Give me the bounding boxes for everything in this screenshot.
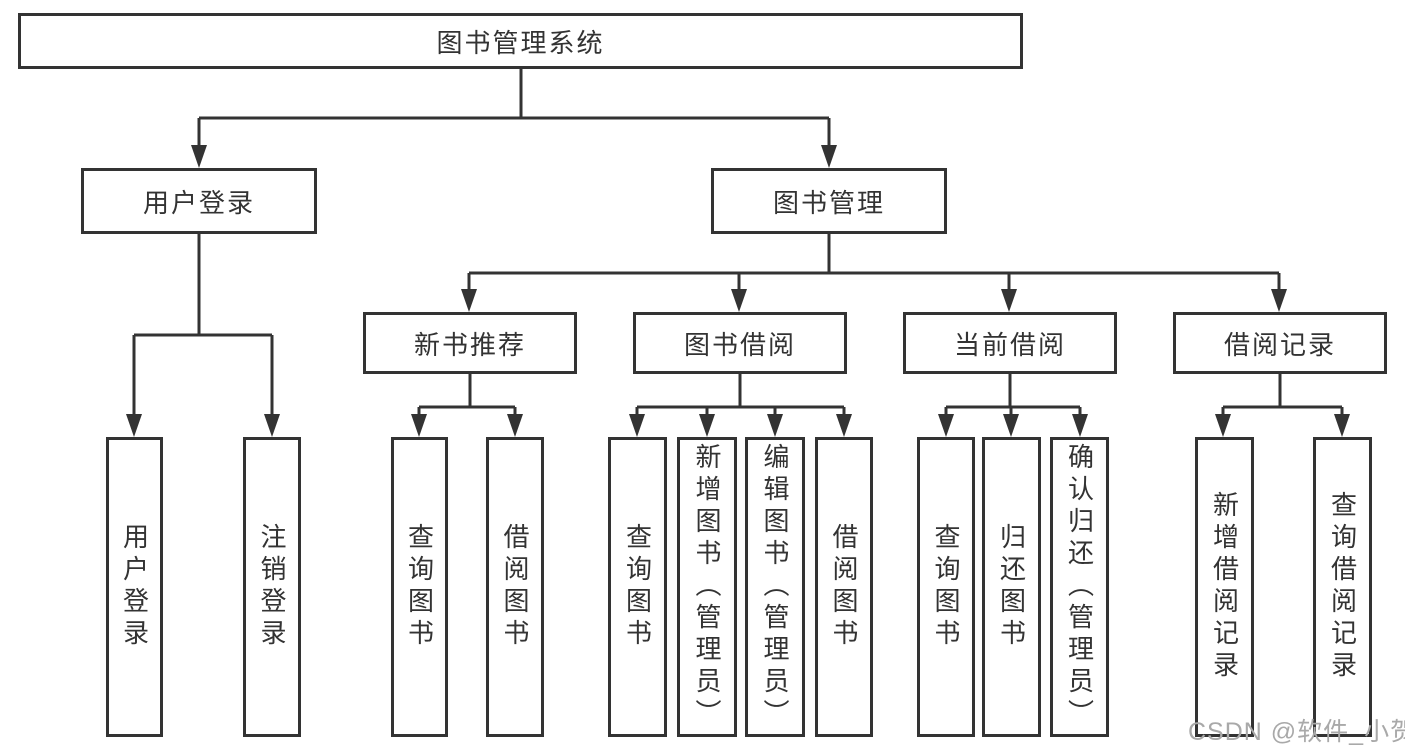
- node-leaf-label: 查询借阅记录: [1327, 491, 1358, 683]
- node-user-login: 用户登录: [81, 168, 317, 234]
- node-leaf-edit-books-admin: 编辑图书（管理员）: [745, 437, 805, 737]
- connector-new-book-branch: [417, 374, 517, 414]
- node-leaf-query-books: 查询图书: [917, 437, 975, 737]
- node-leaf-label: 借阅图书: [829, 523, 859, 651]
- arrowhead-icon: [507, 414, 523, 437]
- arrowhead-icon: [836, 414, 852, 437]
- node-leaf-add-borrow-record: 新增借阅记录: [1195, 437, 1254, 737]
- arrowhead-icon: [731, 289, 747, 312]
- node-leaf-user-login: 用户登录: [106, 437, 163, 737]
- node-leaf-label: 新增图书（管理员）: [692, 443, 722, 731]
- arrowhead-icon: [767, 414, 783, 437]
- arrowhead-icon: [411, 414, 427, 437]
- watermark: CSDN @软件_小贺同学: [1188, 718, 1405, 746]
- arrowhead-icon: [629, 414, 645, 437]
- node-current-borrow: 当前借阅: [903, 312, 1117, 374]
- node-library-management-system: 图书管理系统: [18, 13, 1023, 69]
- node-leaf-label: 确认归还（管理员）: [1064, 443, 1095, 731]
- arrowhead-icon: [938, 414, 954, 437]
- arrowhead-icon: [461, 289, 477, 312]
- arrowhead-icon: [1334, 414, 1350, 437]
- node-leaf-borrow-books: 借阅图书: [815, 437, 873, 737]
- node-leaf-label: 借阅图书: [500, 523, 530, 651]
- node-leaf-label: 查询图书: [931, 523, 961, 651]
- node-leaf-label: 新增借阅记录: [1209, 491, 1240, 683]
- node-book-borrow: 图书借阅: [633, 312, 847, 374]
- connector-user-login-branch: [132, 234, 274, 414]
- arrowhead-icon: [1215, 414, 1231, 437]
- connector-root-branch: [197, 68, 831, 145]
- arrowhead-icon: [821, 145, 837, 168]
- connector-book-borrow-branch: [635, 374, 846, 414]
- node-leaf-label: 注销登录: [257, 523, 287, 651]
- node-book-management: 图书管理: [711, 168, 947, 234]
- connector-borrow-record-branch: [1221, 374, 1344, 414]
- node-borrow-record: 借阅记录: [1173, 312, 1387, 374]
- node-leaf-query-books: 查询图书: [608, 437, 667, 737]
- node-leaf-query-books: 查询图书: [391, 437, 448, 737]
- node-leaf-label: 编辑图书（管理员）: [760, 443, 790, 731]
- node-leaf-add-books-admin: 新增图书（管理员）: [677, 437, 737, 737]
- node-leaf-borrow-books: 借阅图书: [486, 437, 544, 737]
- node-new-book-recommend: 新书推荐: [363, 312, 577, 374]
- node-leaf-label: 归还图书: [996, 523, 1027, 651]
- node-leaf-logout: 注销登录: [243, 437, 301, 737]
- node-leaf-label: 查询图书: [622, 523, 653, 651]
- node-leaf-label: 查询图书: [404, 523, 435, 651]
- connector-current-borrow-branch: [944, 374, 1082, 414]
- connector-book-management-branch: [467, 234, 1281, 290]
- arrowhead-icon: [699, 414, 715, 437]
- arrowhead-icon: [1072, 414, 1088, 437]
- node-leaf-query-borrow-record: 查询借阅记录: [1313, 437, 1372, 737]
- arrowhead-icon: [264, 414, 280, 437]
- node-leaf-label: 用户登录: [119, 523, 150, 651]
- arrowhead-icon: [1271, 289, 1287, 312]
- arrowhead-icon: [1003, 414, 1019, 437]
- arrowhead-icon: [126, 414, 142, 437]
- arrowhead-icon: [1001, 289, 1017, 312]
- node-leaf-return-books: 归还图书: [982, 437, 1041, 737]
- node-leaf-confirm-return-admin: 确认归还（管理员）: [1050, 437, 1109, 737]
- arrowhead-icon: [191, 145, 207, 168]
